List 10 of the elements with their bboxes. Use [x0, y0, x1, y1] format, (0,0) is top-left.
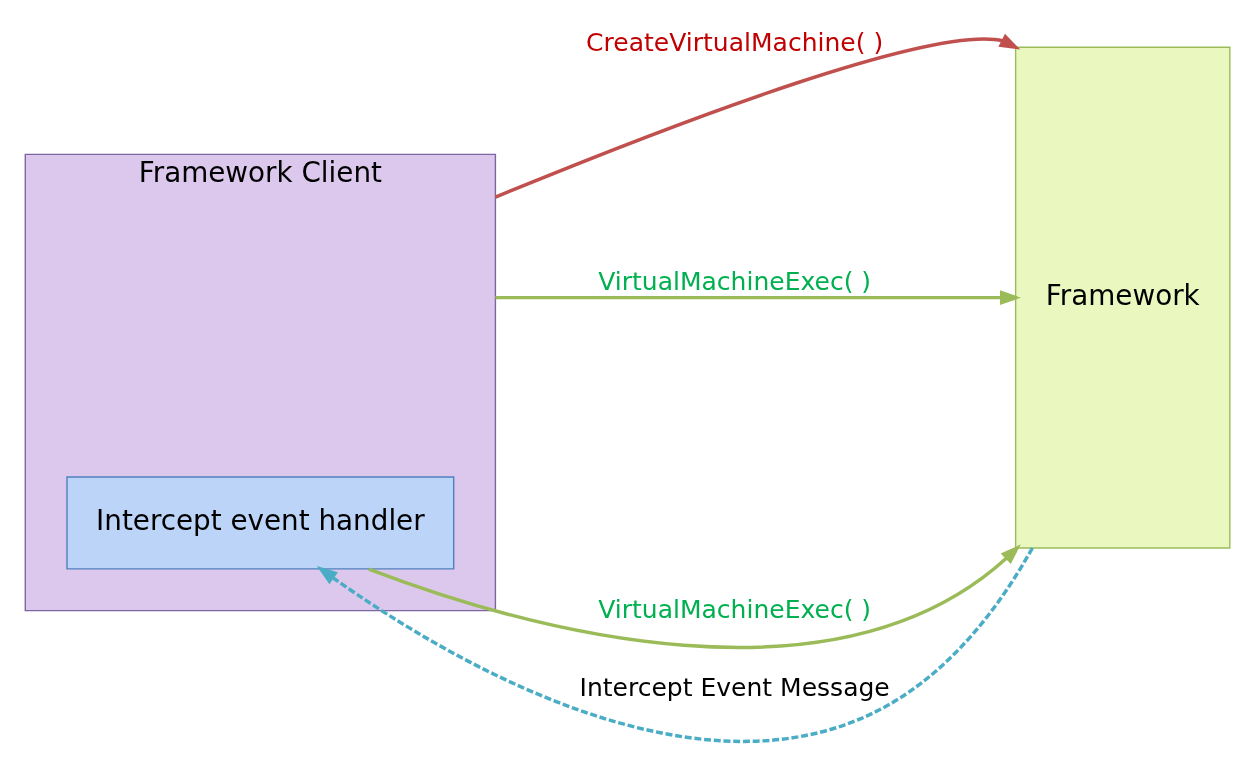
edge-label: Intercept Event Message: [579, 672, 890, 702]
arrow: [368, 543, 1021, 649]
edge-label: CreateVirtualMachine( ): [586, 27, 884, 57]
node-box: Intercept event handler: [66, 475, 455, 570]
arrow: [495, 289, 1021, 305]
edge-label: VirtualMachineExec( ): [598, 266, 872, 296]
edge-label: VirtualMachineExec( ): [598, 594, 872, 624]
arrow: [494, 33, 1021, 199]
arrow: [316, 546, 1034, 743]
node-box: Framework: [1014, 46, 1231, 549]
